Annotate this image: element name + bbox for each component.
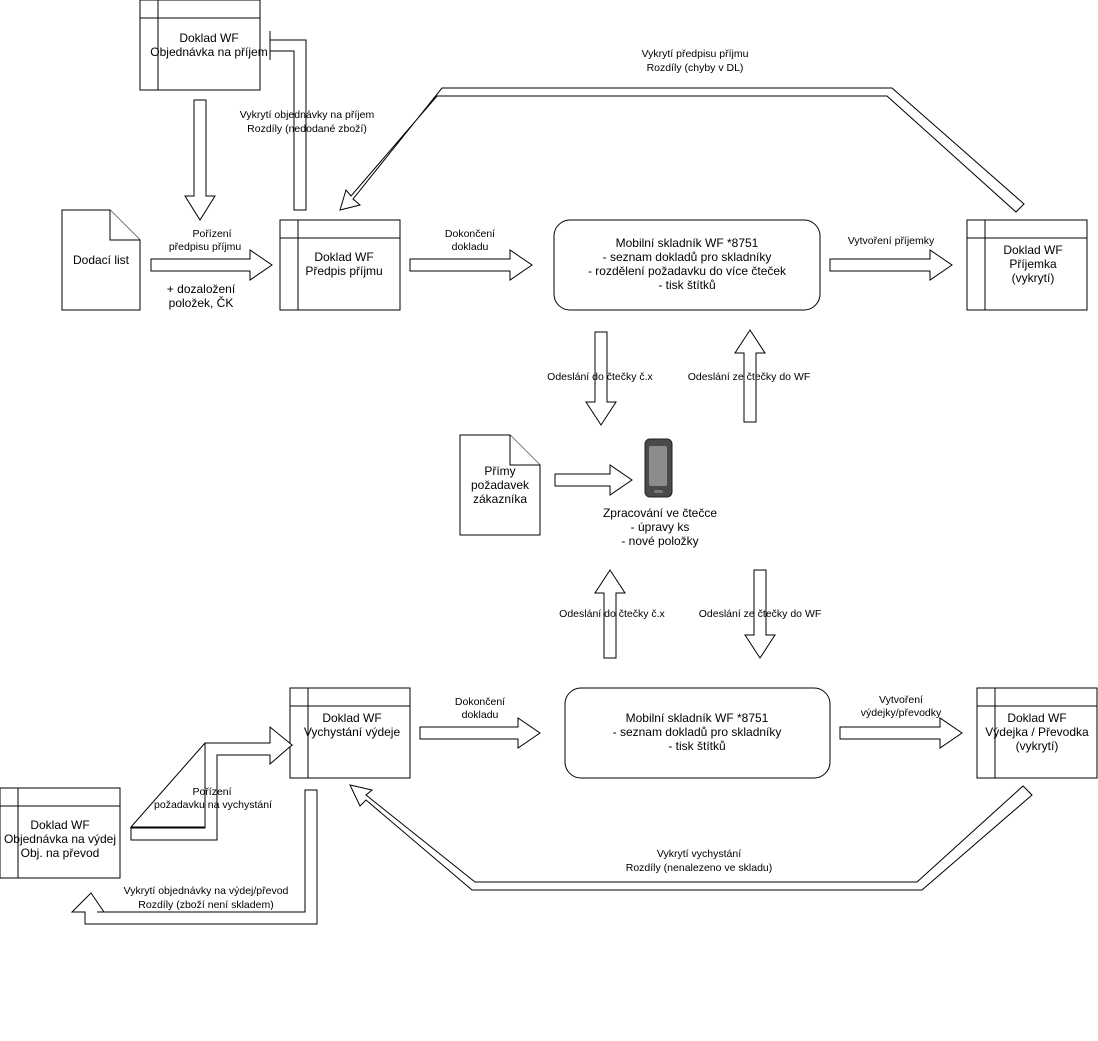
arrow-mobile-to-vydejka bbox=[839, 717, 963, 749]
arrow-predpis-to-mobile bbox=[409, 249, 533, 281]
arrow-mobile-to-prijemka bbox=[829, 249, 953, 281]
mobile-top-line1: Mobilní skladník WF *8751 bbox=[616, 236, 759, 250]
mobile-top-line2: - seznam dokladů pro skladníky bbox=[603, 250, 772, 264]
mobile-top-line3: - rozdělení požadavku do více čteček bbox=[588, 264, 787, 278]
label-porizeni-predpisu-1: Pořízení bbox=[192, 228, 231, 240]
label-odeslani-do-bottom: Odeslání do čtečky č.x bbox=[559, 608, 665, 620]
label-vytvoreni-vydejky-1: Vytvoření bbox=[879, 694, 923, 706]
doc-predpis-line1: Doklad WF bbox=[314, 250, 373, 264]
doc-vychystani-vydeje: Doklad WF Vychystání výdeje bbox=[289, 687, 411, 779]
note-primy-line1: Přímy bbox=[484, 464, 515, 478]
arrow-vychystani-to-mobile bbox=[419, 717, 541, 749]
doc-objednavka-vydej-line2: Objednávka na výdej bbox=[4, 832, 116, 846]
mobile-bottom-line3: - tisk štítků bbox=[668, 739, 725, 753]
doc-objednavka-vydej-line1: Doklad WF bbox=[30, 818, 89, 832]
arrow-reader-to-mobile-bottom bbox=[744, 569, 776, 659]
note-primy-line2: požadavek bbox=[471, 478, 530, 492]
mobile-bottom-line1: Mobilní skladník WF *8751 bbox=[626, 711, 769, 725]
label-odeslani-ze-bottom: Odeslání ze čtečky do WF bbox=[699, 608, 822, 620]
label-dozalozeni-1: + dozaložení bbox=[167, 282, 236, 296]
arrow-objvydej-to-vychystani-elbow bbox=[130, 725, 293, 841]
doc-prijemka-line2: Příjemka bbox=[1009, 257, 1057, 271]
arrow-dodaci-to-predpis bbox=[150, 249, 273, 281]
label-vykryti-obj-prijem-2: Rozdíly (nedodané zboží) bbox=[247, 123, 367, 135]
reader-line1: Zpracování ve čtečce bbox=[603, 506, 717, 520]
doc-vydejka-prevodka: Doklad WF Výdejka / Převodka (vykrytí) bbox=[976, 687, 1098, 779]
doc-objednavka-vydej-line3: Obj. na převod bbox=[21, 846, 100, 860]
label-dokonceni-bottom-1: Dokončení bbox=[455, 696, 505, 708]
doc-prijemka-line1: Doklad WF bbox=[1003, 243, 1062, 257]
doc-vydejka-line2: Výdejka / Převodka bbox=[985, 725, 1089, 739]
doc-vychystani-line2: Vychystání výdeje bbox=[304, 725, 401, 739]
doc-prijemka: Doklad WF Příjemka (vykrytí) bbox=[966, 219, 1088, 311]
doc-prijemka-line3: (vykrytí) bbox=[1012, 271, 1055, 285]
doc-objednavka-prijem: Doklad WF Objednávka na příjem bbox=[139, 0, 268, 91]
label-vykryti-vychystani-2: Rozdíly (nenalezeno ve skladu) bbox=[626, 862, 773, 874]
doc-vychystani-line1: Doklad WF bbox=[322, 711, 381, 725]
label-dokonceni-bottom-2: dokladu bbox=[462, 709, 499, 721]
arrow-prijemka-to-predpis bbox=[339, 87, 1025, 213]
label-dokonceni-top-1: Dokončení bbox=[445, 228, 495, 240]
process-mobilni-skladnik-bottom: Mobilní skladník WF *8751 - seznam dokla… bbox=[564, 687, 831, 779]
mobile-top-line4: - tisk štítků bbox=[658, 278, 715, 292]
label-odeslani-do-top: Odeslání do čtečky č.x bbox=[547, 371, 653, 383]
doc-predpis-line2: Předpis příjmu bbox=[305, 264, 382, 278]
doc-objednavka-prijem-line2: Objednávka na příjem bbox=[150, 45, 267, 59]
doc-objednavka-prijem-line1: Doklad WF bbox=[179, 31, 238, 45]
arrow-obj-to-predpis bbox=[184, 99, 216, 221]
note-primy-pozadavek: Přímy požadavek zákazníka bbox=[459, 434, 541, 536]
label-dokonceni-top-2: dokladu bbox=[452, 241, 489, 253]
note-dodaci-list-text: Dodací list bbox=[73, 253, 130, 267]
label-porizeni-pozadavku-2: požadavku na vychystání bbox=[154, 799, 272, 811]
arrow-vydejka-to-vychystani bbox=[349, 784, 1033, 891]
label-vykryti-obj-prijem-1: Vykrytí objednávky na příjem bbox=[240, 109, 375, 121]
label-vykryti-obj-vydej-1: Vykrytí objednávky na výdej/převod bbox=[124, 885, 289, 897]
arrow-vykryti-obj-prijem bbox=[269, 31, 307, 211]
reader-line2: - úpravy ks bbox=[631, 520, 690, 534]
label-vykryti-obj-vydej-2: Rozdíly (zboží není skladem) bbox=[138, 899, 273, 911]
doc-objednavka-vydej: Doklad WF Objednávka na výdej Obj. na př… bbox=[0, 787, 121, 879]
arrow-vychystani-to-objvydej bbox=[70, 789, 318, 925]
arrow-primy-to-reader bbox=[554, 464, 633, 496]
label-vykryti-predpisu-2: Rozdíly (chyby v DL) bbox=[647, 62, 744, 74]
mobile-phone-icon bbox=[644, 438, 673, 498]
arrow-mobile-to-reader-top bbox=[585, 331, 617, 426]
arrow-vychystani-to-reader bbox=[594, 569, 626, 659]
mobile-bottom-line2: - seznam dokladů pro skladníky bbox=[613, 725, 782, 739]
arrow-reader-to-mobile-top bbox=[734, 329, 766, 423]
doc-vydejka-line3: (vykrytí) bbox=[1016, 739, 1059, 753]
doc-predpis-prijmu: Doklad WF Předpis příjmu bbox=[279, 219, 401, 311]
label-porizeni-predpisu-2: předpisu příjmu bbox=[169, 241, 242, 253]
label-dozalozeni-2: položek, ČK bbox=[169, 295, 234, 310]
label-vykryti-predpisu-1: Vykrytí předpisu příjmu bbox=[642, 48, 749, 60]
label-porizeni-pozadavku-1: Pořízení bbox=[192, 786, 231, 798]
note-dodaci-list: Dodací list bbox=[61, 209, 141, 311]
label-vytvoreni-vydejky-2: výdejky/převodky bbox=[861, 707, 942, 719]
reader-line3: - nové položky bbox=[621, 534, 698, 548]
process-mobilni-skladnik-top: Mobilní skladník WF *8751 - seznam dokla… bbox=[553, 219, 821, 311]
label-vytvoreni-prijemky: Vytvoření příjemky bbox=[848, 235, 935, 247]
note-primy-line3: zákazníka bbox=[473, 492, 527, 506]
doc-vydejka-line1: Doklad WF bbox=[1007, 711, 1066, 725]
label-vykryti-vychystani-1: Vykrytí vychystání bbox=[657, 848, 741, 860]
label-odeslani-ze-top: Odeslání ze čtečky do WF bbox=[688, 371, 811, 383]
